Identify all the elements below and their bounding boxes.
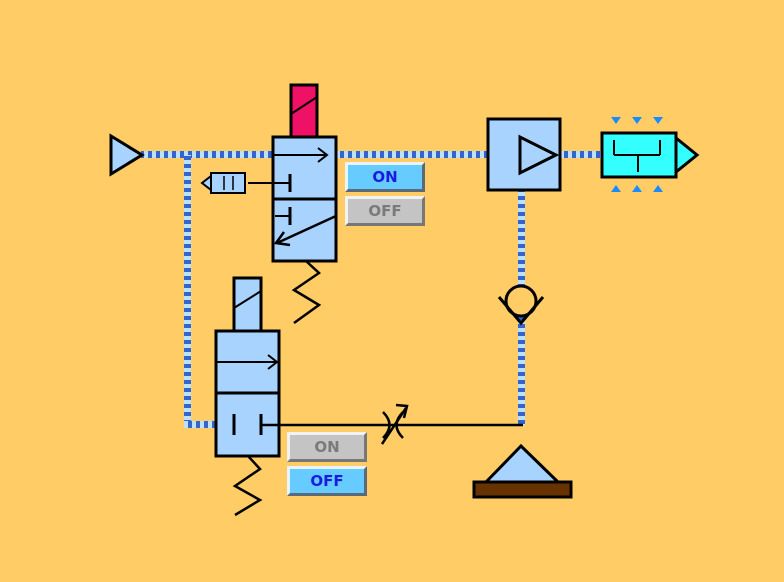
cylinder-arrows	[611, 117, 663, 192]
push-button-actuator	[472, 443, 573, 499]
supply-line-main	[141, 151, 603, 158]
adjustable-throttle-icon	[380, 403, 409, 445]
valve-1-spring	[291, 260, 322, 325]
check-valve	[497, 284, 545, 326]
exhaust-silencer-icon	[200, 172, 246, 194]
base-plate	[472, 480, 573, 499]
valve-2	[214, 276, 281, 517]
output-cylinder	[600, 117, 700, 192]
valve-1	[248, 83, 338, 325]
amplifier-block	[486, 117, 562, 192]
valve-2-spring	[232, 455, 263, 517]
valve-2-off-button[interactable]: OFF	[287, 466, 367, 496]
valve-2-on-button[interactable]: ON	[287, 432, 367, 462]
valve-1-off-button[interactable]: OFF	[345, 196, 425, 226]
supply-line-branch-vertical	[184, 155, 191, 427]
supply-line-branch-horizontal	[184, 421, 234, 428]
valve-1-on-button[interactable]: ON	[345, 162, 425, 192]
pressure-source-icon	[109, 133, 145, 177]
